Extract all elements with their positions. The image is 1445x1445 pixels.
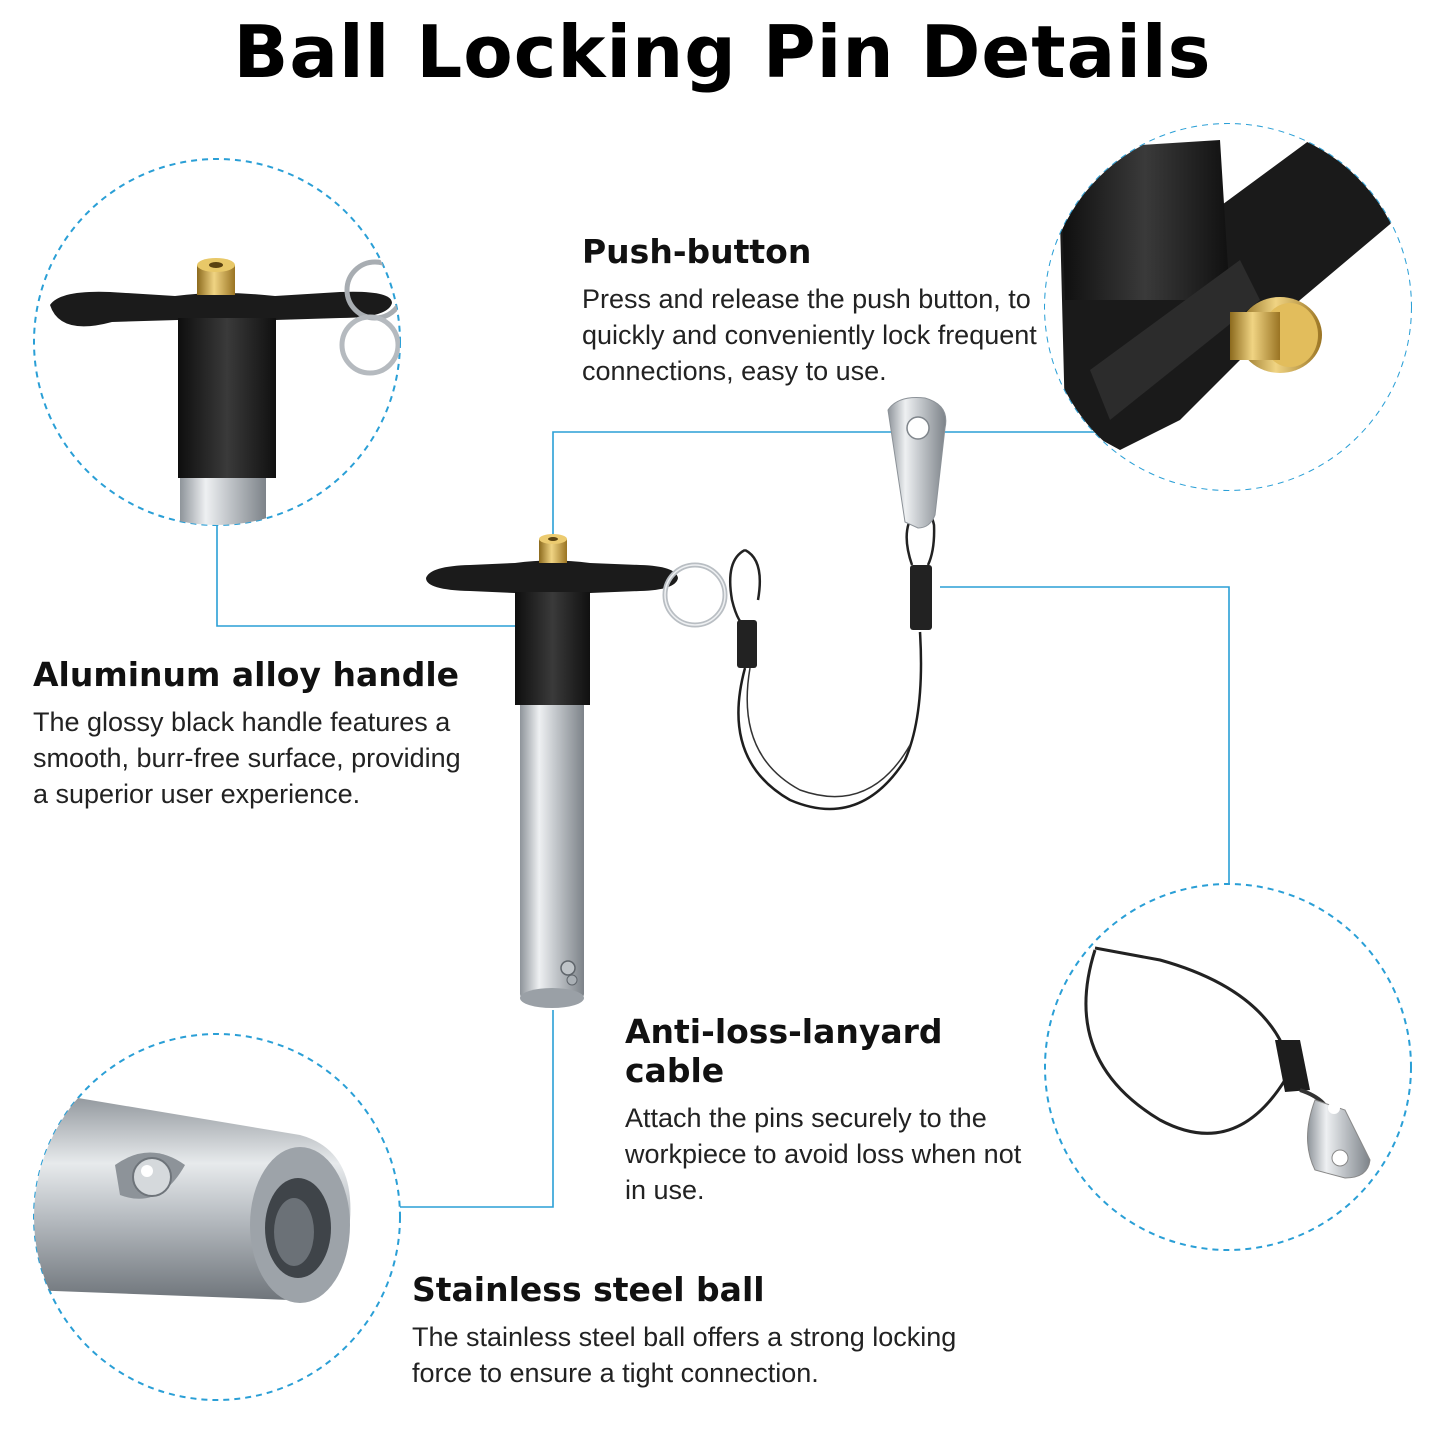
page-title: Ball Locking Pin Details [233, 10, 1212, 94]
lanyard-description: Attach the pins securely to the workpiec… [625, 1103, 1022, 1205]
handle-description: The glossy black handle features a smoot… [33, 707, 461, 809]
push-button-detail-image [1045, 124, 1411, 490]
lanyard-detail-image [1084, 946, 1371, 1179]
lanyard-heading: Anti-loss-lanyard cable [625, 1012, 943, 1090]
ball-detail-image [34, 1090, 351, 1303]
handle-heading: Aluminum alloy handle [33, 655, 460, 694]
ball-description: The stainless steel ball offers a strong… [412, 1322, 957, 1388]
callout-lines [216, 431, 1230, 1208]
handle-callout: Aluminum alloy handle The glossy black h… [33, 655, 473, 812]
ball-lock-pin-image [426, 397, 947, 1008]
push-button-heading: Push-button [582, 232, 812, 271]
ball-heading: Stainless steel ball [412, 1270, 765, 1309]
lanyard-callout: Anti-loss-lanyard cable Attach the pins … [625, 1012, 1025, 1208]
push-button-description: Press and release the push button, to qu… [582, 284, 1037, 386]
handle-detail-image [50, 258, 400, 525]
ball-callout: Stainless steel ball The stainless steel… [412, 1270, 1012, 1391]
push-button-callout: Push-button Press and release the push b… [582, 232, 1052, 389]
